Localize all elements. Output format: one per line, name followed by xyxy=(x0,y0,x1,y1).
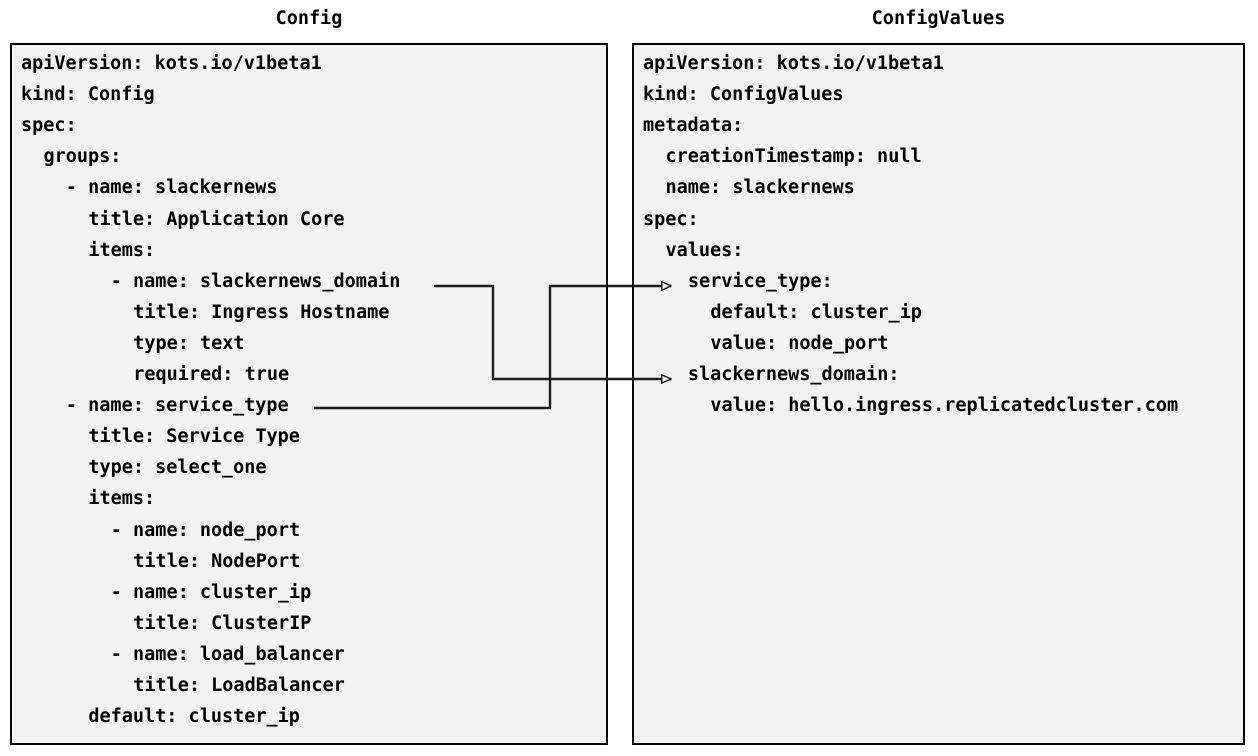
config-yaml-line: - name: node_port xyxy=(110,519,301,541)
configvalues-yaml-line: kind: ConfigValues xyxy=(643,84,844,106)
configvalues-yaml-line: slackernews_domain: xyxy=(687,364,900,385)
config-yaml-line: - name: load_balancer xyxy=(110,643,345,665)
config-yaml-line: title: NodePort xyxy=(133,550,301,572)
config-yaml-line: type: text xyxy=(133,332,245,354)
config-yaml-line: - name: slackernews xyxy=(65,177,278,199)
config-yaml-panel: apiVersion: kots.io/v1beta1 kind: Config s… xyxy=(10,43,608,745)
config-yaml-line: - name: service_type xyxy=(65,395,289,417)
configvalues-yaml-line: service_type: xyxy=(687,270,833,292)
config-yaml-line: items: xyxy=(88,488,156,510)
config-column-title: Config xyxy=(275,8,343,29)
config-yaml-line: title: LoadBalancer xyxy=(133,675,345,696)
configvalues-yaml-line: values: xyxy=(665,239,744,261)
configvalues-yaml-line: metadata: xyxy=(643,115,744,137)
config-yaml-line: items: xyxy=(88,239,156,261)
config-yaml-line: spec: xyxy=(21,115,77,137)
config-yaml-line: title: ClusterIP xyxy=(133,612,312,634)
configvalues-yaml-line: default: cluster_ip xyxy=(710,301,922,323)
configvalues-yaml-line: value: hello.ingress.replicatedcluster.c… xyxy=(710,395,1179,417)
configvalues-yaml-line: value: node_port xyxy=(710,332,889,354)
config-yaml-line: apiVersion: kots.io/v1beta1 xyxy=(21,53,322,74)
configvalues-yaml-panel: apiVersion: kots.io/v1beta1 kind: ConfigV… xyxy=(632,43,1245,745)
config-yaml-line: default: cluster_ip xyxy=(88,706,300,728)
config-yaml-line: - name: slackernews_domain xyxy=(110,270,401,292)
configvalues-yaml-line: spec: xyxy=(643,208,699,230)
configvalues-column-title: ConfigValues xyxy=(871,8,1006,29)
config-yaml-line: title: Application Core xyxy=(88,208,345,230)
configvalues-yaml-line: apiVersion: kots.io/v1beta1 xyxy=(643,53,944,74)
config-yaml-line: kind: Config xyxy=(21,84,155,106)
config-yaml-line: title: Service Type xyxy=(88,426,300,448)
config-yaml-line: title: Ingress Hostname xyxy=(133,301,390,323)
config-yaml-line: groups: xyxy=(43,146,122,168)
configvalues-yaml-line: creationTimestamp: null xyxy=(665,146,922,168)
config-yaml-line: required: true xyxy=(133,364,290,385)
config-yaml-line: - name: cluster_ip xyxy=(110,581,312,603)
config-yaml-line: type: select_one xyxy=(88,457,267,479)
configvalues-yaml-line: name: slackernews xyxy=(665,177,855,199)
